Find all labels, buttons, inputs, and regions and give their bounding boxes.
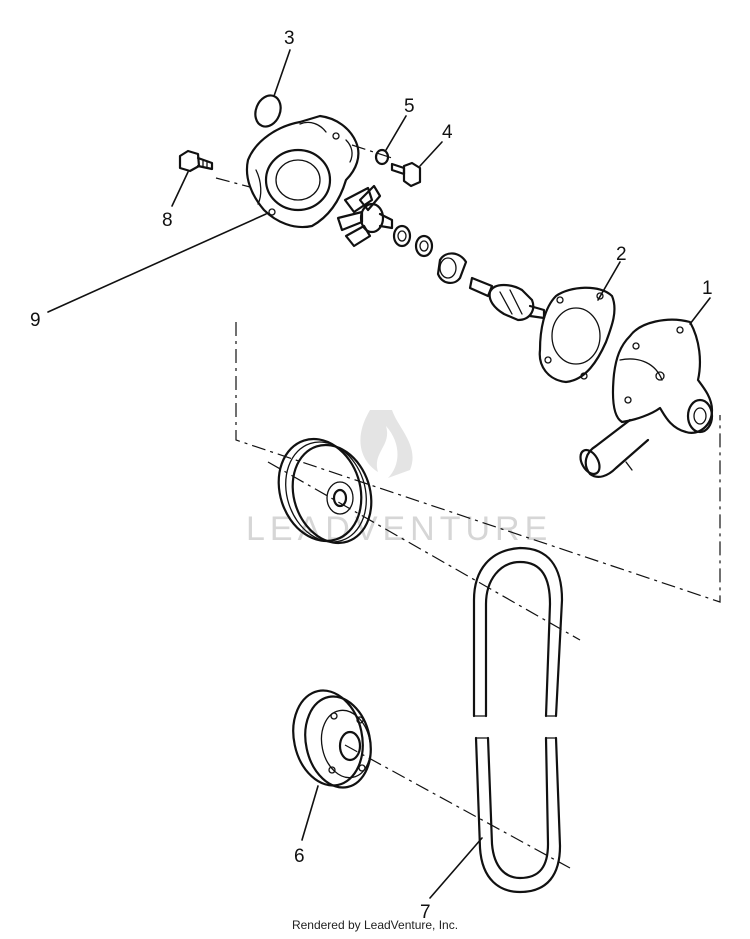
housing-axis xyxy=(215,177,251,188)
leader-8 xyxy=(171,171,189,207)
impeller xyxy=(336,184,394,248)
callout-7: 7 xyxy=(420,902,431,923)
long-bolt xyxy=(390,161,422,188)
short-bolt xyxy=(178,149,214,173)
callout-4: 4 xyxy=(442,122,453,143)
callout-numbers: 1 2 3 4 5 6 7 8 9 xyxy=(30,28,713,923)
pump-housing xyxy=(245,114,360,229)
leader-lines xyxy=(47,49,711,899)
leader-4 xyxy=(419,141,443,167)
leadventure-watermark: LEADVENTURE xyxy=(246,410,552,548)
callout-8: 8 xyxy=(162,210,173,231)
shaft-seals xyxy=(392,224,468,284)
leader-7 xyxy=(429,837,483,899)
water-pump-body xyxy=(579,318,714,478)
upper-pulley-axis xyxy=(267,461,581,641)
leader-2 xyxy=(597,261,621,301)
upper-pulley xyxy=(277,437,373,545)
callout-9: 9 xyxy=(30,310,41,331)
leader-5 xyxy=(385,115,407,151)
o-ring xyxy=(254,94,282,128)
lower-pulley xyxy=(292,689,372,789)
pulley-alignment-frame xyxy=(235,322,721,603)
leader-3 xyxy=(273,49,291,97)
leader-6 xyxy=(301,785,319,841)
callout-6: 6 xyxy=(294,846,305,867)
watermark-flame-icon xyxy=(360,410,413,478)
watermark-text: LEADVENTURE xyxy=(246,510,552,548)
callout-2: 2 xyxy=(616,244,627,265)
pump-shaft xyxy=(468,276,546,322)
callout-5: 5 xyxy=(404,96,415,117)
washer xyxy=(374,148,390,166)
callout-1: 1 xyxy=(702,278,713,299)
v-belt xyxy=(472,546,564,894)
leader-9 xyxy=(47,213,267,313)
lower-pulley-axis xyxy=(344,744,571,869)
leader-1 xyxy=(689,297,711,325)
callout-3: 3 xyxy=(284,28,295,49)
center-lines xyxy=(215,144,721,869)
gasket xyxy=(538,286,616,384)
rendered-by-footer: Rendered by LeadVenture, Inc. xyxy=(291,918,459,932)
